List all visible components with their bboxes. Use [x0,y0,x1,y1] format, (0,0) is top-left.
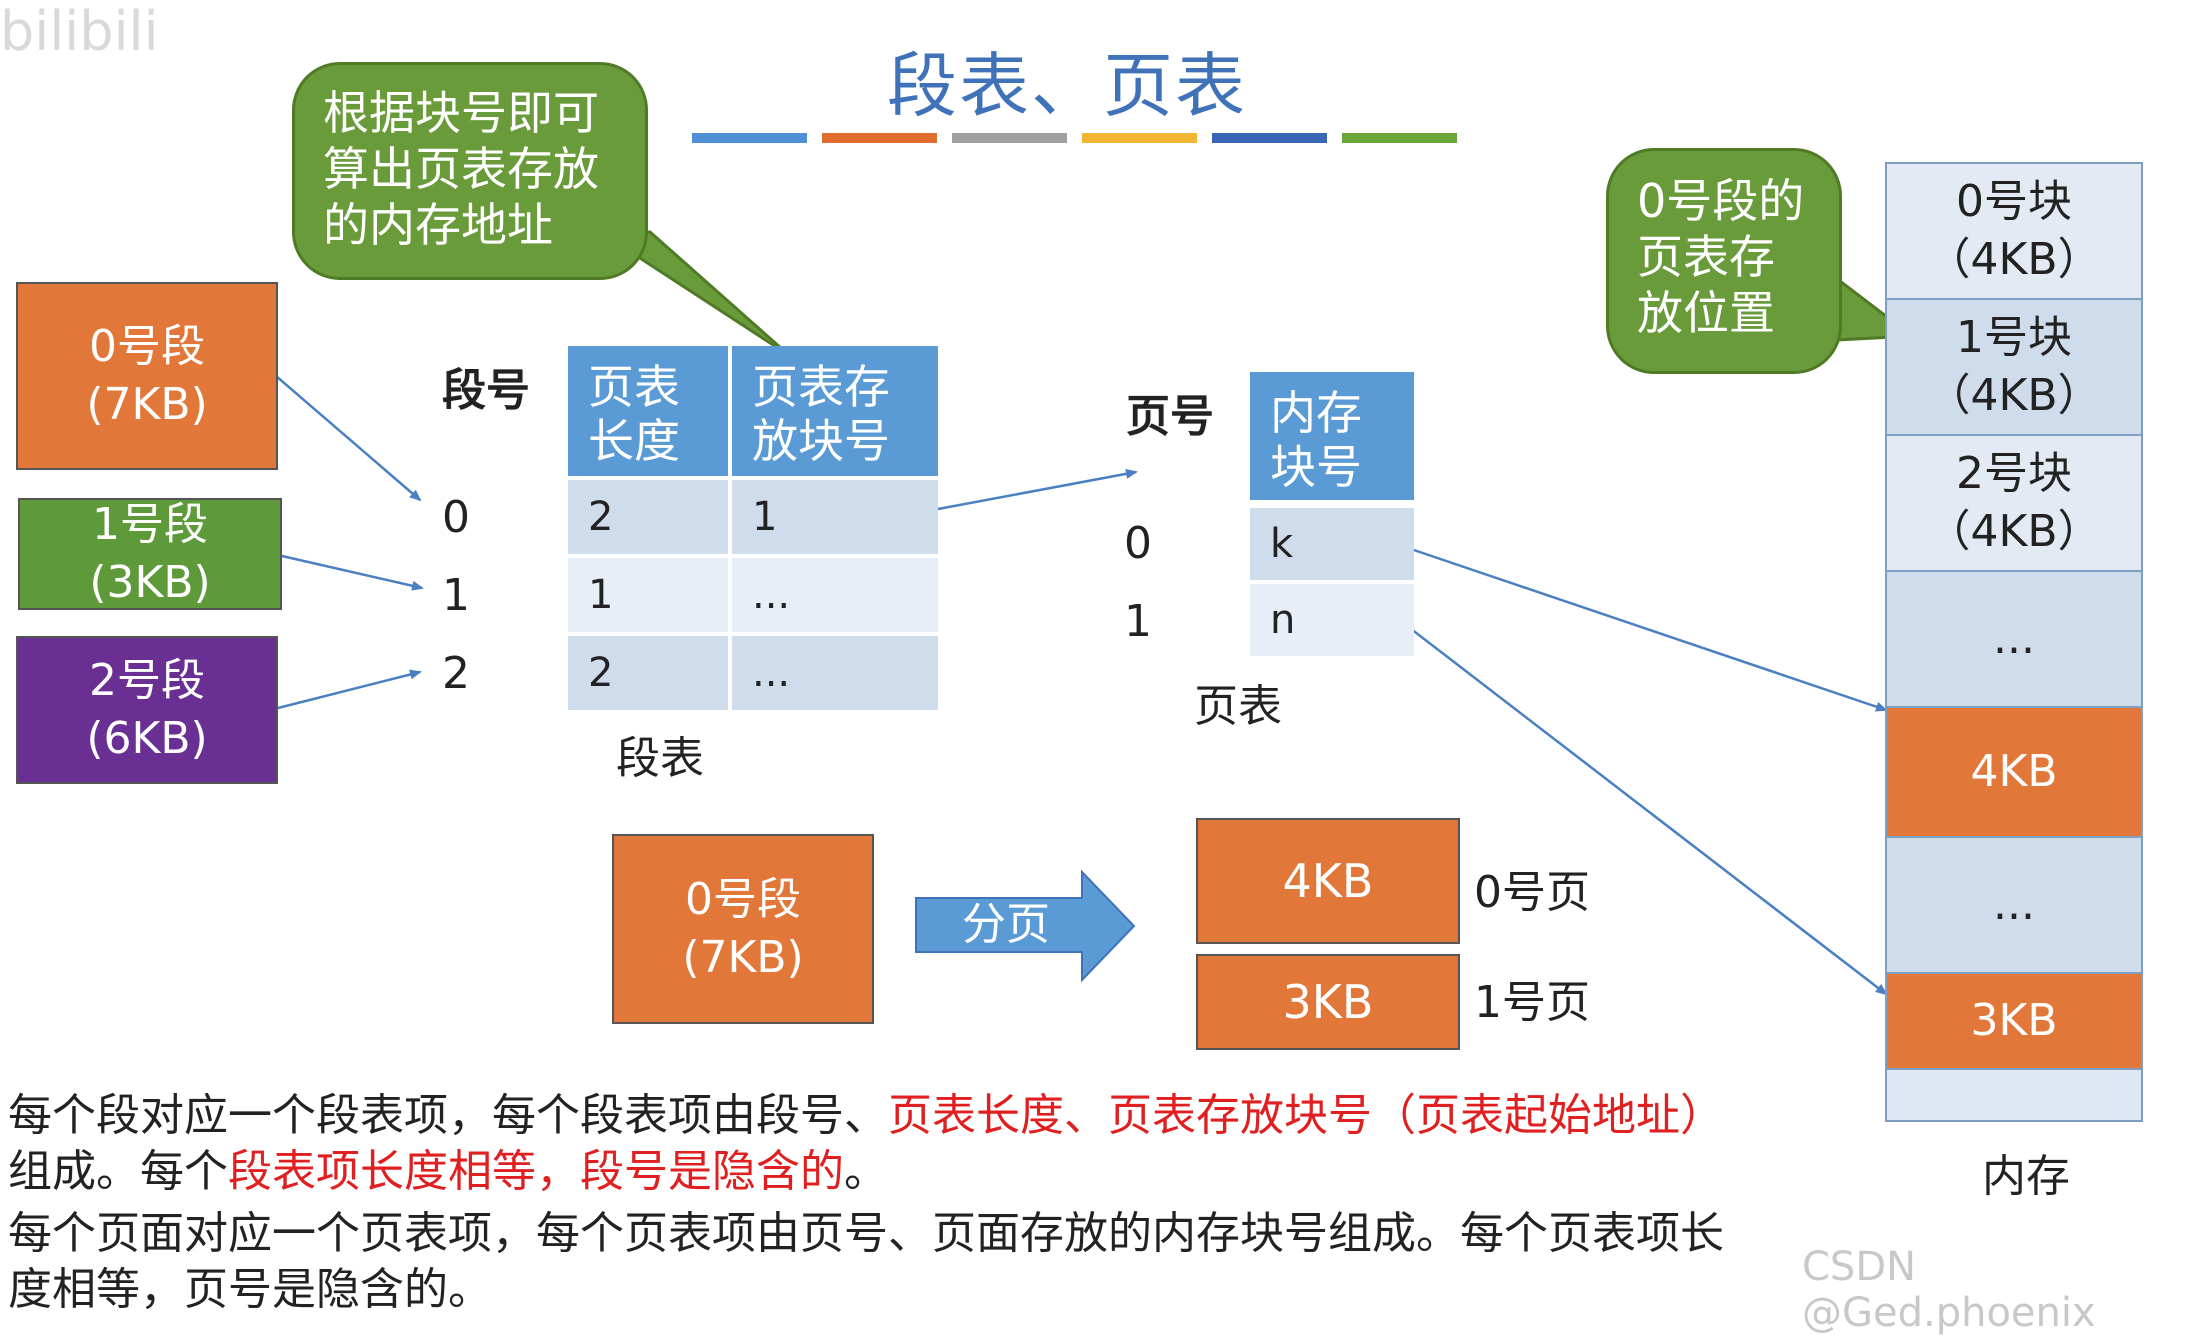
memory-block-2: 2号块 （4KB） [1887,436,2141,572]
memory-block-1-name: 1号块 [1956,312,2072,363]
seg-number-header: 段号 [442,365,530,416]
seg-table-cell: ... [732,558,938,632]
paging-source-name: 0号段 [685,874,801,925]
arrow-page1-to-mem [1401,621,1888,996]
seg-row-label-2: 2 [442,648,470,699]
memory-page-1-size: 3KB [1970,995,2058,1046]
stripe-3 [952,133,1067,143]
segment-1-box: 1号段 (3KB) [18,498,282,610]
page-table-cell: n [1250,584,1414,656]
page-title: 段表、页表 [887,45,1247,127]
page-0-box: 4KB [1196,818,1460,944]
stripe-4 [1082,133,1197,143]
description-paragraph-2: 每个页面对应一个页表项，每个页表项由页号、页面存放的内存块号组成。每个页表项长度… [8,1208,1724,1315]
seg-row-label-1: 1 [442,570,470,621]
segment-2-size: (6KB) [86,713,208,764]
page-1-label: 1号页 [1474,977,1590,1028]
segment-2-box: 2号段 (6KB) [16,636,278,784]
memory-page-0: 4KB [1887,708,2141,838]
memory-block-0-size: （4KB） [1926,234,2102,285]
callout-page-table-location-text: 0号段的页表存放位置 [1637,174,1805,340]
arrow-seg1 [281,554,424,591]
page-table-cell: k [1250,508,1414,580]
seg-table-header-length: 页表长度 [568,346,728,476]
memory-ellipsis-2: ... [1887,838,2141,974]
paging-source-segment: 0号段 (7KB) [612,834,874,1024]
stripe-6 [1342,133,1457,143]
bilibili-watermark: bilibili [0,0,159,63]
memory-page-0-size: 4KB [1970,746,2058,797]
desc-p1-d: 段表项长度相等，段号是隐含的 [228,1146,844,1197]
page-1-box: 3KB [1196,954,1460,1050]
memory-ellipsis-1: ... [1887,572,2141,708]
stripe-5 [1212,133,1327,143]
segment-1-name: 1号段 [92,499,208,550]
seg-table-caption: 段表 [616,733,704,784]
seg-table-cell: 1 [568,558,728,632]
seg-table-cell: 1 [732,480,938,554]
callout-block-address: 根据块号即可算出页表存放的内存地址 [292,62,648,280]
paging-source-size: (7KB) [682,932,804,983]
seg-table-header-block: 页表存放块号 [732,346,938,476]
page-table-caption: 页表 [1194,681,1282,732]
arrow-page0-to-mem [1401,544,1888,712]
description-paragraph-1: 每个段对应一个段表项，每个段表项由段号、页表长度、页表存放块号（页表起始地址） 组… [8,1088,1748,1200]
desc-p1-c: 组成。每个 [8,1146,228,1197]
paging-arrow-label: 分页 [962,899,1050,950]
seg-table-cell: 2 [568,636,728,710]
page-row-label-1: 1 [1124,596,1152,647]
memory-caption: 内存 [1982,1151,2070,1202]
page-1-size: 3KB [1282,975,1374,1029]
memory-column: 0号块 （4KB） 1号块 （4KB） 2号块 （4KB） ... 4KB ..… [1885,162,2143,1122]
page-row-label-0: 0 [1124,518,1152,569]
paging-arrow [915,869,1136,983]
page-0-label: 0号页 [1474,867,1590,918]
memory-block-2-size: （4KB） [1926,506,2102,557]
memory-page-1: 3KB [1887,974,2141,1070]
memory-block-0-name: 0号块 [1956,176,2072,227]
desc-p1-a: 每个段对应一个段表项，每个段表项由段号、 [8,1090,888,1141]
seg-table-cell: ... [732,636,938,710]
memory-block-1-size: （4KB） [1926,370,2102,421]
segment-0-name: 0号段 [89,321,205,372]
segment-0-box: 0号段 (7KB) [16,282,278,470]
callout-page-table-location: 0号段的页表存放位置 [1606,148,1842,374]
memory-block-0: 0号块 （4KB） [1887,164,2141,300]
page-0-size: 4KB [1282,854,1374,908]
desc-p1-e: 。 [844,1146,888,1197]
memory-block-1: 1号块 （4KB） [1887,300,2141,436]
stripe-2 [822,133,937,143]
segment-0-size: (7KB) [86,379,208,430]
arrow-seg2 [277,669,422,710]
page-table-header: 内存块号 [1250,372,1414,500]
csdn-watermark: CSDN @Ged.phoenix [1802,1244,2096,1336]
desc-p1-b: 页表长度、页表存放块号（页表起始地址） [888,1090,1724,1141]
memory-block-2-name: 2号块 [1956,448,2072,499]
arrow-seg0 [275,375,422,502]
seg-row-label-0: 0 [442,492,470,543]
memory-ellipsis-2-text: ... [1993,879,2035,930]
callout-block-address-text: 根据块号即可算出页表存放的内存地址 [323,86,599,252]
page-number-header: 页号 [1126,391,1214,442]
segment-2-name: 2号段 [89,655,205,706]
memory-ellipsis-1-text: ... [1993,613,2035,664]
segment-1-size: (3KB) [89,557,211,608]
stripe-1 [692,133,807,143]
arrow-to-pagetable [921,468,1138,514]
seg-table-cell: 2 [568,480,728,554]
